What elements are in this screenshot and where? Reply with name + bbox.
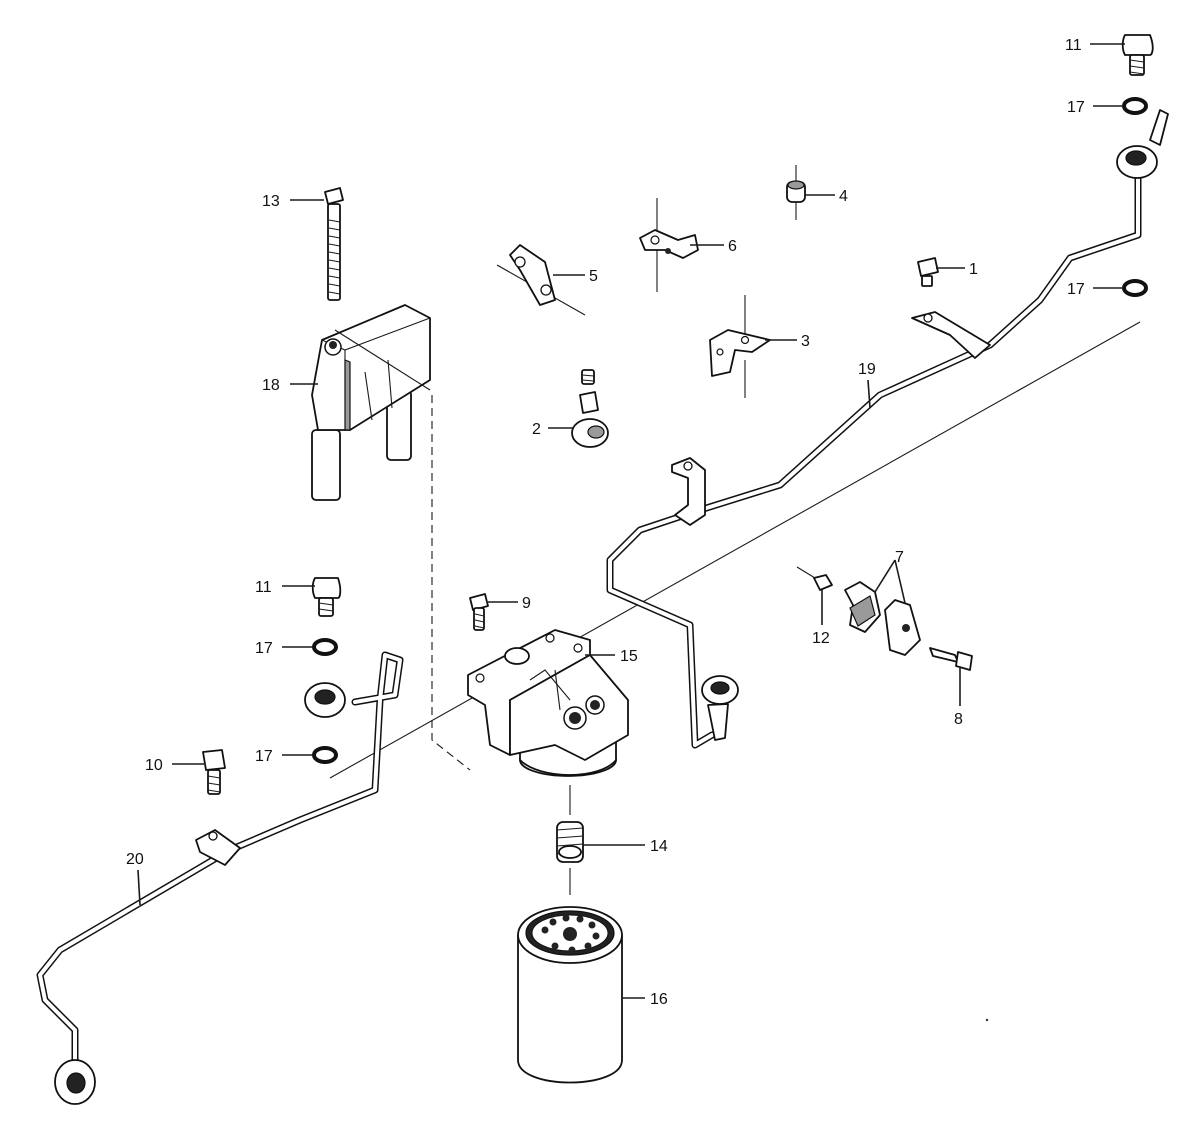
banjo-fitting-2 xyxy=(571,369,609,448)
sealing-washer-17-d xyxy=(312,746,338,764)
sealing-washer-17-c xyxy=(312,638,338,656)
label-17-mid: 17 xyxy=(255,640,273,657)
label-17-low: 17 xyxy=(255,748,273,765)
label-17-right: 17 xyxy=(1067,281,1085,298)
label-7: 7 xyxy=(895,549,904,566)
label-3: 3 xyxy=(801,333,810,350)
label-6: 6 xyxy=(728,238,737,255)
label-11-lower: 11 xyxy=(255,579,272,596)
label-19: 19 xyxy=(858,361,876,378)
alignment-dash-18 xyxy=(431,395,471,771)
collar-4 xyxy=(786,165,806,220)
banjo-bolt-11-lower xyxy=(311,577,342,617)
part-labels: 11 17 17 1 4 6 5 3 2 19 13 18 11 17 17 1… xyxy=(126,37,1085,1008)
leader-lines xyxy=(137,43,1125,999)
bolt-8 xyxy=(929,647,973,671)
bracket-3 xyxy=(709,295,771,398)
label-9: 9 xyxy=(522,595,531,612)
label-4: 4 xyxy=(839,188,848,205)
filter-head-15 xyxy=(467,629,629,777)
fuel-pipe-20 xyxy=(36,651,404,1105)
filter-cartridge-16 xyxy=(517,906,623,1084)
nipple-14 xyxy=(556,821,584,863)
fuel-pipe-19 xyxy=(606,109,1169,749)
label-5: 5 xyxy=(589,268,598,285)
label-13: 13 xyxy=(262,193,280,210)
sealing-washer-17-b xyxy=(1122,279,1148,297)
bolt-9 xyxy=(469,593,489,631)
label-1: 1 xyxy=(969,261,978,278)
label-10: 10 xyxy=(145,757,163,774)
centerline xyxy=(329,321,1141,779)
label-20: 20 xyxy=(126,851,144,868)
bolt-13 xyxy=(324,187,344,301)
clamp-assembly-7 xyxy=(796,566,921,656)
sealing-washer-17-a xyxy=(1122,97,1148,115)
bolt-1 xyxy=(917,257,939,287)
label-15: 15 xyxy=(620,648,638,665)
label-17-top: 17 xyxy=(1067,99,1085,116)
label-11-top: 11 xyxy=(1065,37,1082,54)
label-12: 12 xyxy=(812,630,830,647)
speck xyxy=(985,1018,989,1022)
mounting-bracket-18 xyxy=(311,304,431,501)
label-8: 8 xyxy=(954,711,963,728)
clip-6 xyxy=(639,198,699,292)
banjo-bolt-11-top xyxy=(1121,34,1154,76)
label-14: 14 xyxy=(650,838,668,855)
label-16: 16 xyxy=(650,991,668,1008)
bolt-10 xyxy=(202,749,226,795)
clamp-5 xyxy=(496,244,586,316)
label-2: 2 xyxy=(532,421,541,438)
label-18: 18 xyxy=(262,377,280,394)
